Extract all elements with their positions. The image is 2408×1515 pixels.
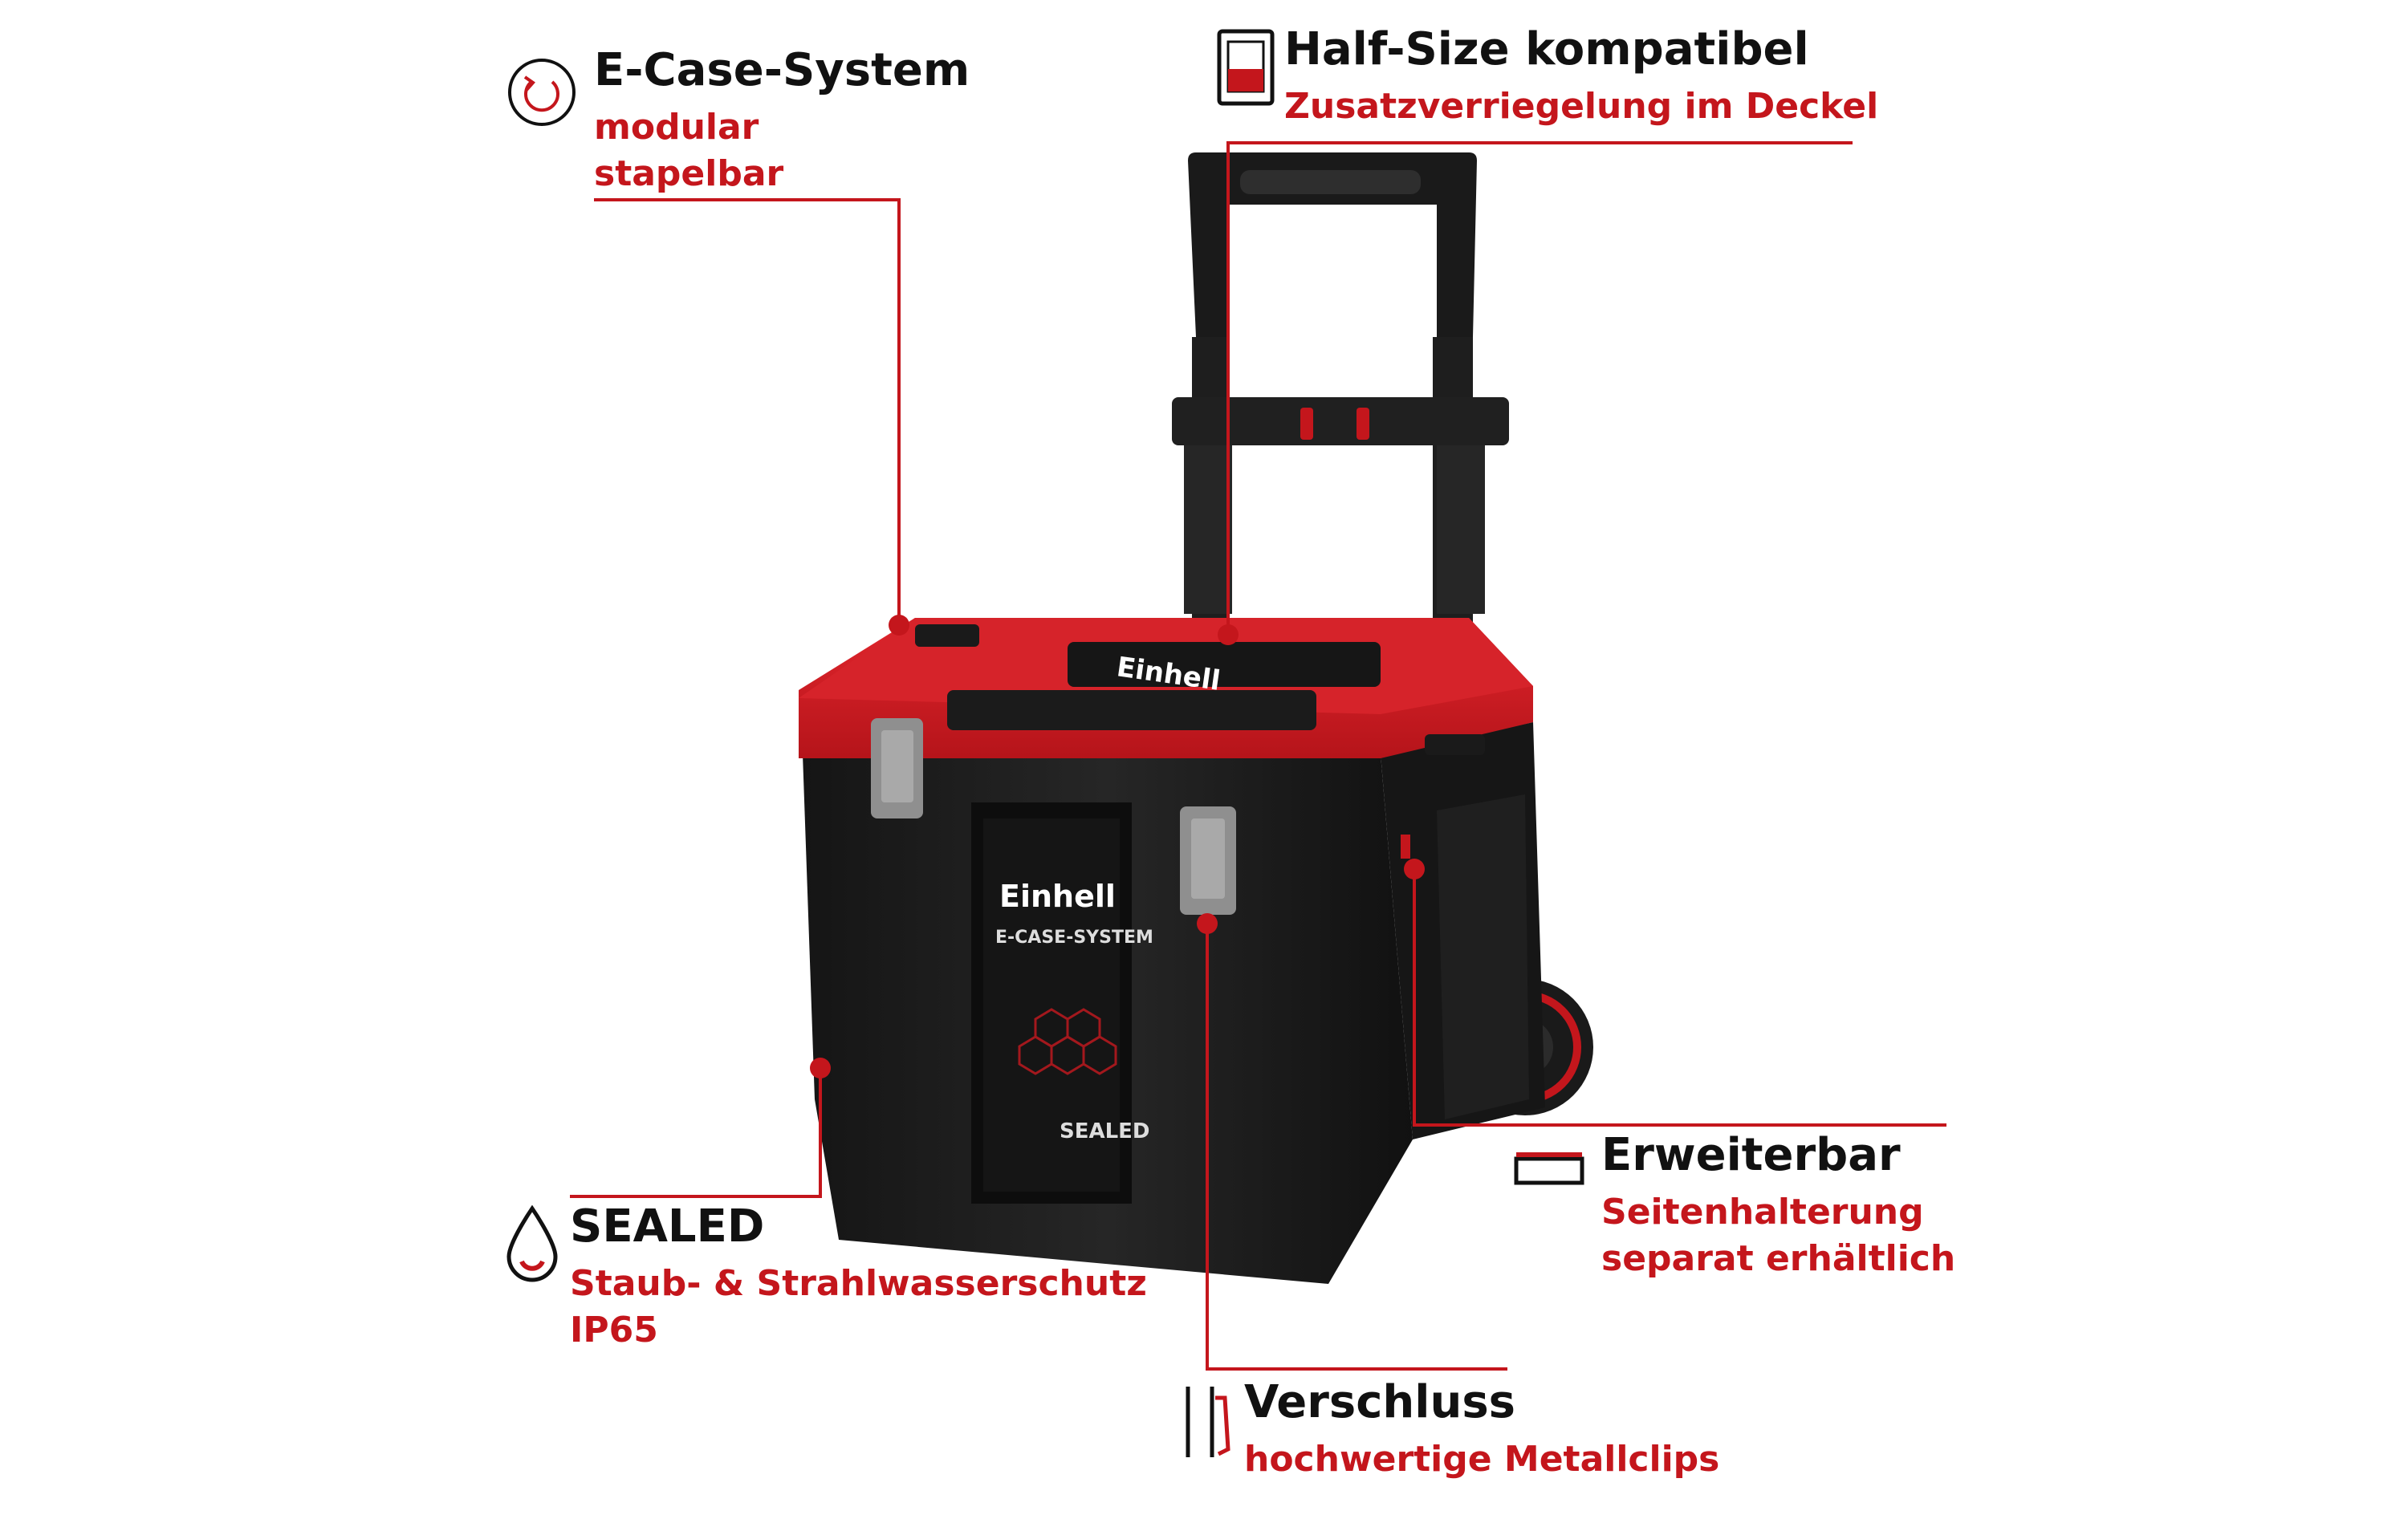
verschluss-leader-v xyxy=(1206,921,1209,1371)
erweiterbar-leader-dot xyxy=(1404,859,1425,879)
trolley-handle[interactable] xyxy=(1172,152,1509,642)
case-body xyxy=(803,722,1545,1284)
ecase-leader-h xyxy=(594,198,901,201)
erweiterbar-leader-v xyxy=(1413,867,1416,1127)
front-sealed: SEALED xyxy=(1060,1119,1150,1143)
water-drop-icon xyxy=(504,1204,560,1284)
sealed-title: SEALED xyxy=(570,1200,765,1253)
front-brand: Einhell xyxy=(999,879,1116,914)
verschluss-leader-dot xyxy=(1197,913,1218,934)
side-badge xyxy=(1401,835,1410,859)
ecase-title: E-Case-System xyxy=(594,44,970,96)
metal-clip-icon xyxy=(1180,1382,1236,1462)
erweiterbar-title: Erweiterbar xyxy=(1601,1129,1901,1181)
halfsize-title: Half-Size kompatibel xyxy=(1284,23,1809,75)
front-system: E-CASE-SYSTEM xyxy=(995,928,1153,948)
sealed-line-2: IP65 xyxy=(570,1310,658,1351)
ecase-leader-v xyxy=(897,198,901,623)
sealed-leader-dot xyxy=(810,1058,831,1078)
erweiterbar-leader-h xyxy=(1413,1123,1946,1127)
halfsize-line-1: Zusatzverriegelung im Deckel xyxy=(1284,86,1879,127)
rotate-arrow-icon xyxy=(507,58,576,127)
erweiterbar-line-2: separat erhältlich xyxy=(1601,1238,1956,1279)
hexagon-pattern xyxy=(1018,1008,1117,1075)
side-bracket-icon xyxy=(1513,1149,1585,1189)
halfsize-leader-h xyxy=(1226,141,1853,144)
ecase-line-1: modular xyxy=(594,107,759,148)
ecase-line-2: stapelbar xyxy=(594,153,784,194)
verschluss-leader-h xyxy=(1206,1367,1507,1371)
sealed-leader-v xyxy=(819,1067,822,1198)
halfsize-leader-dot xyxy=(1218,624,1239,645)
sealed-leader-h xyxy=(570,1195,822,1198)
sealed-line-1: Staub- & Strahlwasserschutz xyxy=(570,1263,1147,1304)
verschluss-line-1: hochwertige Metallclips xyxy=(1244,1439,1720,1480)
halfsize-leader-v xyxy=(1226,141,1230,632)
ecase-leader-dot xyxy=(889,615,909,636)
metal-clips[interactable] xyxy=(871,718,1236,915)
erweiterbar-line-1: Seitenhalterung xyxy=(1601,1192,1924,1233)
case-lid[interactable] xyxy=(799,618,1533,758)
half-case-icon xyxy=(1217,29,1275,106)
verschluss-title: Verschluss xyxy=(1244,1376,1515,1428)
